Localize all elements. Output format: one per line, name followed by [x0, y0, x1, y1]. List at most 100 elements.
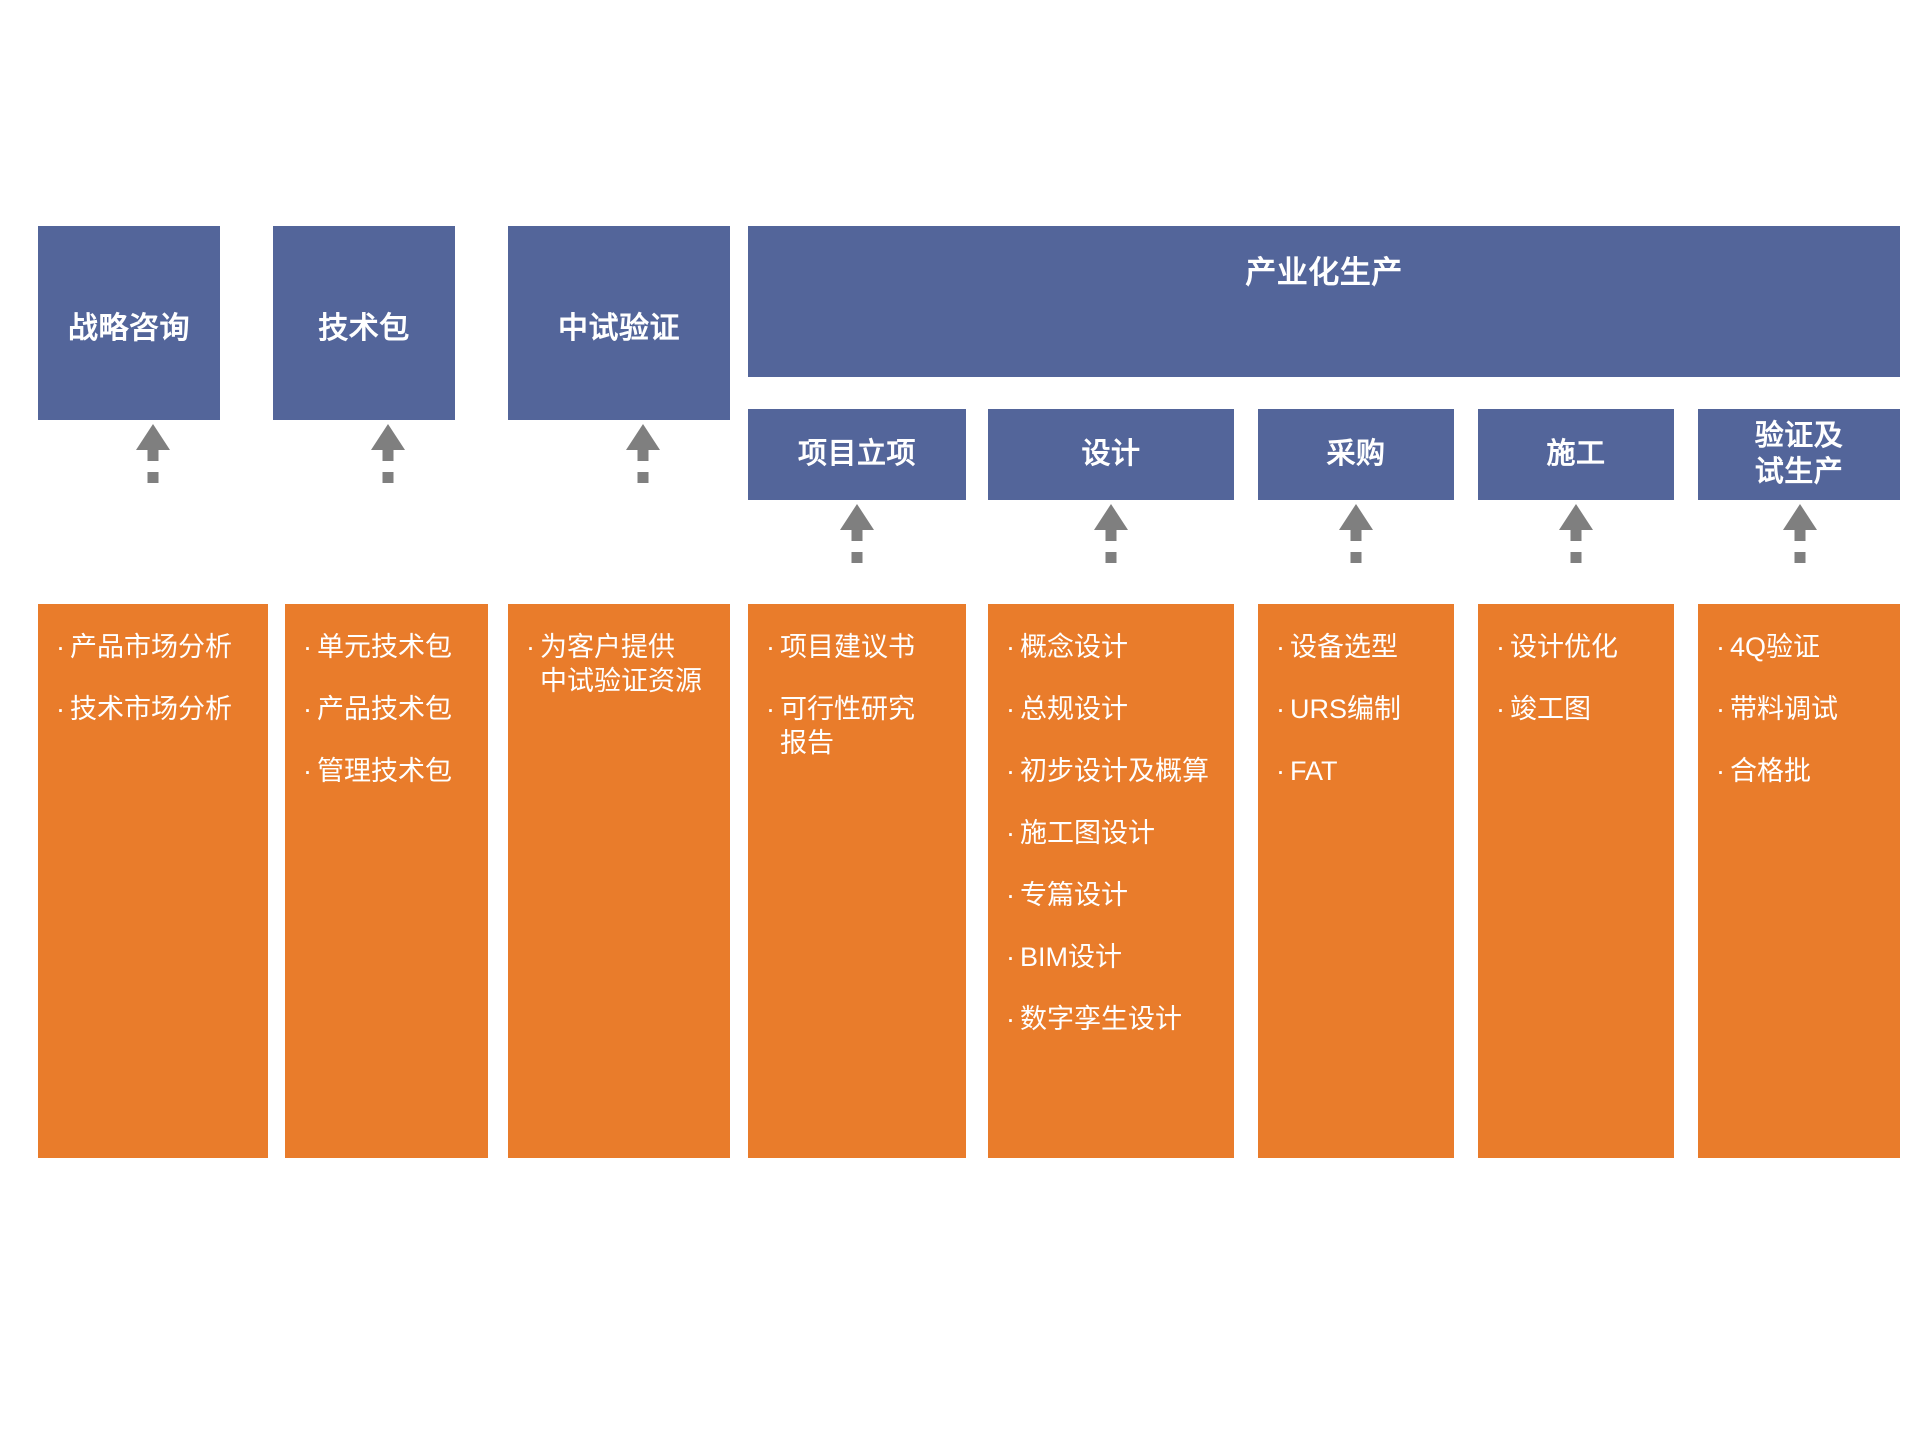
bullet-icon: ·: [766, 694, 775, 725]
content-column-strategy-consulting: ·产品市场分析 ·技术市场分析: [38, 604, 268, 1158]
list-item: ·BIM设计: [1006, 940, 1216, 974]
list-item: ·管理技术包: [303, 754, 470, 788]
list-item-label: 设计优化: [1510, 632, 1618, 662]
stage-header-label: 验证及 试生产: [1754, 420, 1844, 488]
list-item-label: 数字孪生设计: [1020, 1004, 1182, 1035]
bullet-icon: ·: [56, 632, 65, 662]
connector-arrow-project-initiation: [833, 504, 881, 570]
list-item-label: 4Q验证: [1730, 632, 1821, 662]
list-item-label: 竣工图: [1510, 694, 1591, 725]
stage-header-validation-trial-production[interactable]: 验证及 试生产: [1698, 409, 1900, 500]
list-item: ·产品技术包: [303, 692, 470, 726]
bullet-icon: ·: [1276, 756, 1285, 787]
bullet-icon: ·: [1716, 632, 1725, 662]
banner-industrial-production[interactable]: 产业化生产: [748, 226, 1900, 377]
list-item: ·为客户提供: [526, 630, 712, 664]
stage-header-technology-package[interactable]: 技术包: [273, 226, 455, 420]
stage-header-strategy-consulting[interactable]: 战略咨询: [38, 226, 220, 420]
list-item: ·设备选型: [1276, 630, 1436, 664]
connector-arrow-validation-trial-production: [1776, 504, 1824, 570]
content-list: ·产品市场分析 ·技术市场分析: [56, 630, 250, 726]
dashed-line: [1350, 530, 1362, 570]
list-item: ·合格批: [1716, 754, 1882, 788]
stage-header-label: 采购: [1326, 437, 1386, 470]
connector-arrow-design: [1087, 504, 1135, 570]
stage-header-procurement[interactable]: 采购: [1258, 409, 1454, 500]
list-item: ·可行性研究: [766, 692, 948, 726]
bullet-icon: ·: [303, 756, 312, 787]
stage-header-construction[interactable]: 施工: [1478, 409, 1674, 500]
arrow-up-icon: [840, 504, 874, 530]
arrow-up-icon: [1783, 504, 1817, 530]
bullet-icon: ·: [1006, 1004, 1015, 1035]
stage-header-project-initiation[interactable]: 项目立项: [748, 409, 966, 500]
content-list: ·为客户提供 中试验证资源: [526, 630, 712, 698]
list-item-label: 概念设计: [1020, 632, 1128, 662]
stage-header-label: 设计: [1081, 437, 1141, 470]
list-item: ·技术市场分析: [56, 692, 250, 726]
content-list: ·设计优化 ·竣工图: [1496, 630, 1656, 726]
list-item-continuation: 报告: [766, 726, 948, 760]
stage-header-pilot-verification[interactable]: 中试验证: [508, 226, 730, 420]
list-item: ·专篇设计: [1006, 878, 1216, 912]
bullet-icon: ·: [303, 632, 312, 662]
list-item-label: 设备选型: [1290, 632, 1398, 662]
list-item-label: 中试验证资源: [540, 666, 702, 697]
connector-arrow-pilot-verification: [619, 424, 667, 490]
bullet-icon: ·: [1006, 632, 1015, 662]
list-item-label: 技术市场分析: [70, 694, 232, 725]
dashed-line: [1105, 530, 1117, 570]
arrow-up-icon: [371, 424, 405, 450]
bullet-icon: ·: [1716, 694, 1725, 725]
list-item: ·初步设计及概算: [1006, 754, 1216, 788]
arrow-up-icon: [1559, 504, 1593, 530]
list-item-label: BIM设计: [1020, 942, 1123, 973]
connector-arrow-construction: [1552, 504, 1600, 570]
list-item: ·产品市场分析: [56, 630, 250, 664]
content-column-pilot-verification: ·为客户提供 中试验证资源: [508, 604, 730, 1158]
dashed-line: [637, 450, 649, 490]
stage-header-label: 战略咨询: [68, 312, 190, 346]
dashed-line: [147, 450, 159, 490]
bullet-icon: ·: [1716, 756, 1725, 787]
arrow-up-icon: [1094, 504, 1128, 530]
content-list: ·单元技术包 ·产品技术包 ·管理技术包: [303, 630, 470, 788]
content-list: ·项目建议书 ·可行性研究 报告: [766, 630, 948, 760]
list-item-label: URS编制: [1290, 694, 1402, 725]
content-column-technology-package: ·单元技术包 ·产品技术包 ·管理技术包: [285, 604, 488, 1158]
dashed-line: [851, 530, 863, 570]
bullet-icon: ·: [1006, 756, 1015, 787]
list-item: ·设计优化: [1496, 630, 1656, 664]
list-item-label: 为客户提供: [540, 632, 675, 662]
connector-arrow-technology-package: [364, 424, 412, 490]
bullet-icon: ·: [1276, 632, 1285, 662]
list-item-label: 初步设计及概算: [1020, 756, 1209, 787]
content-column-validation-trial-production: ·4Q验证 ·带料调试 ·合格批: [1698, 604, 1900, 1158]
stage-header-label: 项目立项: [797, 437, 916, 470]
stage-header-design[interactable]: 设计: [988, 409, 1234, 500]
content-list: ·设备选型 ·URS编制 ·FAT: [1276, 630, 1436, 788]
list-item: ·施工图设计: [1006, 816, 1216, 850]
list-item-label: 产品市场分析: [70, 632, 232, 662]
bullet-icon: ·: [1006, 880, 1015, 911]
stage-header-label: 中试验证: [558, 312, 680, 346]
arrow-up-icon: [1339, 504, 1373, 530]
bullet-icon: ·: [1006, 818, 1015, 849]
list-item: ·数字孪生设计: [1006, 1002, 1216, 1036]
content-column-construction: ·设计优化 ·竣工图: [1478, 604, 1674, 1158]
dashed-line: [382, 450, 394, 490]
list-item: ·带料调试: [1716, 692, 1882, 726]
dashed-line: [1570, 530, 1582, 570]
content-column-project-initiation: ·项目建议书 ·可行性研究 报告: [748, 604, 966, 1158]
bullet-icon: ·: [766, 632, 775, 662]
list-item-label: 单元技术包: [317, 632, 452, 662]
content-column-procurement: ·设备选型 ·URS编制 ·FAT: [1258, 604, 1454, 1158]
connector-arrow-strategy-consulting: [129, 424, 177, 490]
list-item-label: 可行性研究: [780, 694, 915, 725]
list-item: ·竣工图: [1496, 692, 1656, 726]
bullet-icon: ·: [56, 694, 65, 725]
bullet-icon: ·: [1496, 694, 1505, 725]
stage-header-label: 技术包: [318, 312, 410, 346]
content-list: ·4Q验证 ·带料调试 ·合格批: [1716, 630, 1882, 788]
